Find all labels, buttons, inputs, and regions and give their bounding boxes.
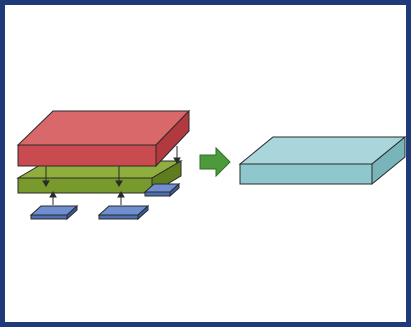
blue-pad-right-front (144, 191, 171, 197)
support-arrows (49, 191, 125, 205)
green-board-front (17, 177, 153, 194)
blue-pad-middle (97, 204, 150, 221)
blue-pad-left-side (66, 204, 78, 221)
red-block (16, 109, 191, 168)
result-block-front (239, 163, 373, 185)
blue-pad-middle-front (98, 214, 139, 220)
red-block-front (17, 144, 157, 167)
blue-pad-right-side (169, 182, 180, 198)
blue-pad-left-front (30, 214, 68, 220)
red-block-side (155, 109, 190, 168)
blue-pad-right (143, 182, 181, 198)
blue-pad-left (29, 204, 79, 221)
blue-pad-middle-side (137, 204, 149, 221)
press-arrows (42, 146, 181, 187)
right-arrow-icon (199, 146, 231, 178)
result-block-side (371, 135, 406, 186)
result-block (238, 135, 407, 186)
